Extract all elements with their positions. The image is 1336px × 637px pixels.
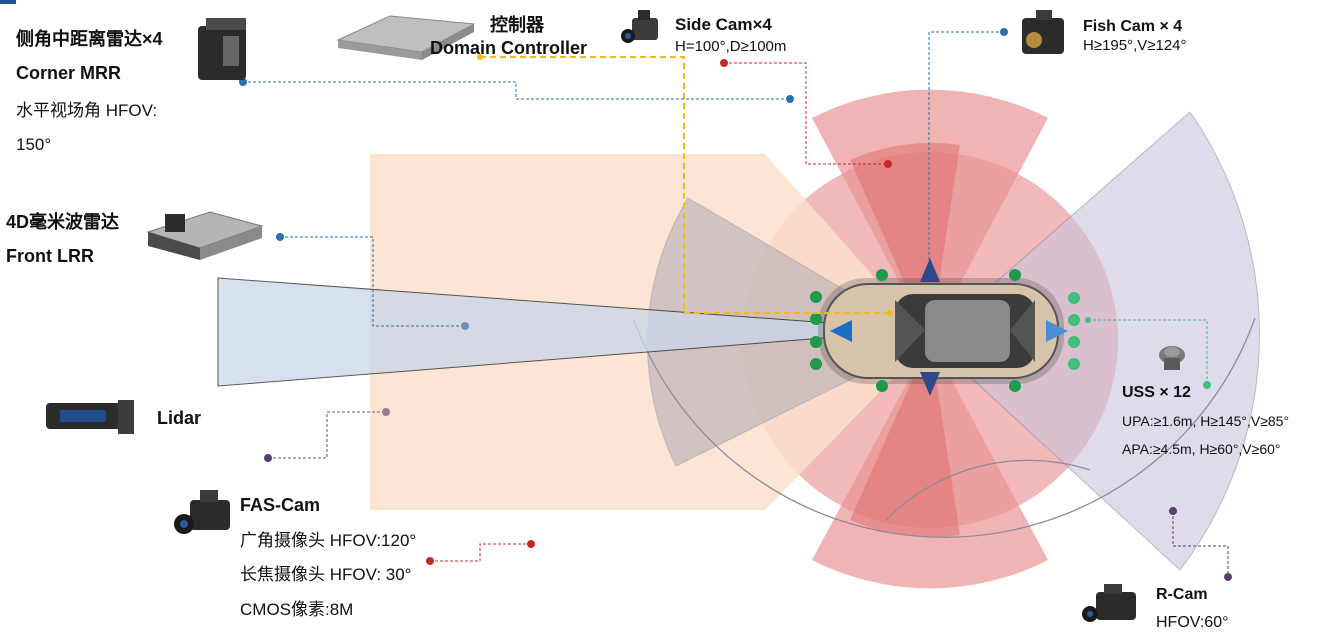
front-lrr-title-en: Front LRR [6, 246, 94, 266]
lidar-device-icon [46, 400, 134, 434]
fas-cam-device-icon [174, 490, 230, 534]
corner-accent-tab [0, 0, 16, 4]
domain-controller-device-icon [336, 15, 476, 60]
uss-apa-spec: APA:≥4.5m, H≥60°,V≥60° [1122, 441, 1281, 457]
uss-title: USS × 12 [1122, 384, 1191, 401]
fas-cam-tele-spec: 长焦摄像头 HFOV: 30° [240, 565, 412, 584]
rcam-device-icon [1082, 584, 1136, 622]
fish-cam-spec: H≥195°,V≥124° [1083, 37, 1187, 54]
lidar-fov [217, 277, 926, 387]
corner-mrr-hfov-value: 150° [16, 135, 52, 154]
uss-device-icon [1159, 346, 1185, 370]
fas-cam-leader [430, 543, 531, 562]
uss-sensors [810, 269, 1080, 392]
car [818, 278, 1064, 384]
fish-cam-leader [928, 31, 1004, 260]
coverage-arc [633, 317, 1256, 538]
rcam-hfov-spec: HFOV:60° [1156, 614, 1229, 631]
uss-leader [1088, 319, 1208, 385]
fish-cam-title: Fish Cam × 4 [1083, 18, 1183, 35]
rcam-title: R-Cam [1156, 586, 1208, 603]
corner-mrr-leader [243, 81, 790, 100]
fas-cam-cmos-spec: CMOS像素:8M [240, 600, 354, 619]
lidar-leader [268, 411, 386, 459]
uss-upa-spec: UPA:≥1.6m, H≥145°,V≥85° [1122, 413, 1290, 429]
fas-cam-title: FAS-Cam [240, 495, 321, 515]
front-lrr-title-cn: 4D毫米波雷达 [6, 212, 120, 232]
corner-mrr-hfov-label: 水平视场角 HFOV: [16, 101, 158, 120]
rcam-leader [1172, 511, 1229, 577]
front-lrr-device-icon [146, 211, 264, 260]
side-cam-title: Side Cam×4 [675, 15, 772, 34]
controller-link [480, 56, 890, 314]
corner-mrr-title-en: Corner MRR [16, 63, 122, 83]
side-cam-spec: H=100°,D≥100m [675, 38, 787, 55]
controller-title-en: Domain Controller [430, 38, 588, 58]
corner-mrr-title-cn: 侧角中距离雷达×4 [16, 29, 163, 49]
rcam-fov [929, 111, 1260, 571]
direction-markers [830, 258, 1068, 396]
fas-cam-wide-spec: 广角摄像头 HFOV:120° [240, 531, 417, 550]
fish-cam-device-icon [1022, 10, 1064, 54]
coverage-arc [885, 459, 1091, 521]
corner-mrr-device-icon [198, 18, 246, 80]
controller-title-cn: 控制器 [490, 15, 544, 35]
lidar-title: Lidar [157, 408, 202, 428]
side-cam-leader [724, 62, 888, 165]
front-lrr-leader [280, 236, 465, 327]
side-cam-device-icon [621, 10, 658, 43]
